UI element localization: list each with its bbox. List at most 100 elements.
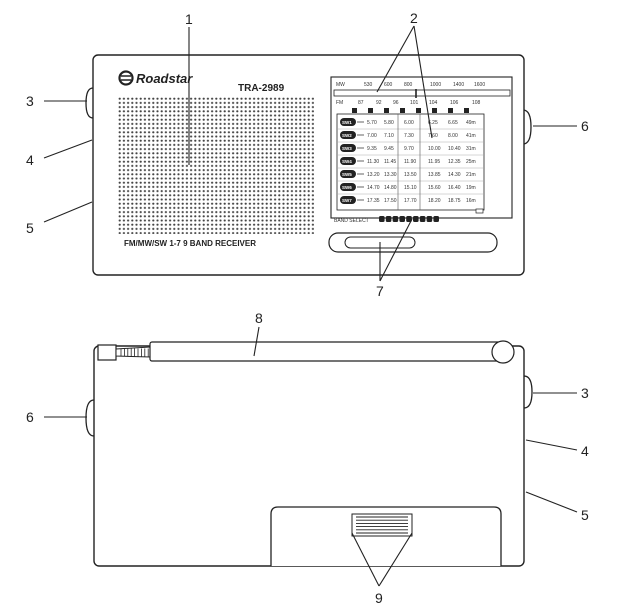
sw-value: 15.10 bbox=[404, 185, 417, 191]
sw-value: 17.70 bbox=[404, 198, 417, 204]
band-select-label: BAND SELECT bbox=[334, 218, 369, 224]
band-select-button[interactable] bbox=[433, 216, 439, 222]
sw-value: 25m bbox=[466, 159, 476, 165]
mw-label: MW bbox=[336, 82, 345, 88]
sw-value: 7.60 bbox=[428, 133, 438, 139]
band-select-button[interactable] bbox=[385, 216, 392, 222]
callout-4-back: 4 bbox=[581, 443, 589, 459]
sw-value: 18.20 bbox=[428, 198, 441, 204]
band-select-button[interactable] bbox=[399, 216, 405, 222]
front-view: Roadstar TRA-2989 FM/MW/SW 1-7 9 BAND RE… bbox=[85, 54, 532, 276]
model-number: TRA-2989 bbox=[238, 83, 285, 94]
callout-3-back: 3 bbox=[581, 385, 589, 401]
sw-band-name: SW1 bbox=[342, 120, 352, 125]
sw-value: 5.80 bbox=[384, 120, 394, 126]
sw-band-badge bbox=[340, 118, 356, 126]
sw-value: 19m bbox=[466, 185, 476, 191]
antenna-knob-front bbox=[522, 109, 532, 145]
telescopic-antenna bbox=[97, 340, 515, 364]
sw-value: 18.75 bbox=[448, 198, 461, 204]
fm-label: FM bbox=[336, 100, 343, 106]
back-view bbox=[85, 340, 533, 567]
callout-6-back: 6 bbox=[26, 409, 34, 425]
sw-value: 11.45 bbox=[384, 159, 396, 165]
sw-value: 9.70 bbox=[404, 146, 414, 152]
fm-scale-label: 106 bbox=[450, 100, 459, 106]
sw-value: 17.50 bbox=[384, 198, 397, 204]
sw-band-badge bbox=[340, 131, 356, 139]
callout-5-back: 5 bbox=[581, 507, 589, 523]
sw-value: 16m bbox=[466, 198, 476, 204]
sw-value: 6.65 bbox=[448, 120, 458, 126]
fm-scale-label: 87 bbox=[358, 100, 364, 106]
sw-value: 8.00 bbox=[448, 133, 458, 139]
scale-tick bbox=[400, 108, 405, 113]
callout-4-front: 4 bbox=[26, 152, 34, 168]
scale-tick bbox=[384, 108, 389, 113]
sw-value: 12.35 bbox=[448, 159, 461, 165]
sw-value: 13.30 bbox=[384, 172, 397, 178]
band-select-button[interactable] bbox=[426, 216, 433, 222]
band-select-button[interactable] bbox=[413, 216, 419, 222]
mw-scale-label: 530 bbox=[364, 82, 373, 88]
sw-value: 17.35 bbox=[367, 198, 380, 204]
sw-value: 15.60 bbox=[428, 185, 441, 191]
sw-band-badge bbox=[340, 157, 356, 165]
sw-value: 7.00 bbox=[367, 133, 377, 139]
volume-knob-back bbox=[523, 375, 533, 409]
fm-scale-label: 92 bbox=[376, 100, 382, 106]
sw-value: 13.50 bbox=[404, 172, 417, 178]
callout-lines bbox=[43, 25, 578, 587]
band-select-button[interactable] bbox=[406, 216, 412, 222]
callout-7: 7 bbox=[376, 283, 384, 299]
sw-value: 10.40 bbox=[448, 146, 461, 152]
callout-8: 8 bbox=[255, 310, 263, 326]
callout-3-front: 3 bbox=[26, 93, 34, 109]
sw-value: 7.30 bbox=[404, 133, 414, 139]
sw-value: 31m bbox=[466, 146, 476, 152]
sw-band-badge bbox=[340, 170, 356, 178]
callout-1: 1 bbox=[185, 11, 193, 27]
sw-band-name: SW7 bbox=[342, 198, 352, 203]
sw-value: 13.85 bbox=[428, 172, 441, 178]
sw-value: 41m bbox=[466, 133, 476, 139]
battery-latch bbox=[351, 513, 413, 537]
band-select-button[interactable] bbox=[392, 216, 399, 222]
band-select-button[interactable] bbox=[419, 216, 426, 222]
product-caption: FM/MW/SW 1-7 9 BAND RECEIVER bbox=[124, 239, 256, 248]
sw-value: 49m bbox=[466, 120, 476, 126]
sw-band-name: SW4 bbox=[342, 159, 352, 164]
fm-scale-label: 104 bbox=[429, 100, 438, 106]
sw-value: 14.30 bbox=[448, 172, 461, 178]
fm-scale-label: 108 bbox=[472, 100, 481, 106]
mw-scale-label: 600 bbox=[384, 82, 393, 88]
callout-5-front: 5 bbox=[26, 220, 34, 236]
sw-value: 9.35 bbox=[367, 146, 377, 152]
sw-value: 6.25 bbox=[428, 120, 438, 126]
callout-2: 2 bbox=[410, 10, 418, 26]
sw-value: 6.00 bbox=[404, 120, 414, 126]
sw-value: 21m bbox=[466, 172, 476, 178]
callout-numbers: 1 2 3 4 5 6 7 8 3 4 5 6 9 bbox=[26, 10, 589, 606]
volume-knob-front bbox=[85, 87, 94, 119]
sw-tick-row bbox=[352, 108, 469, 113]
sw-value: 11.95 bbox=[428, 159, 440, 165]
sw-value: 14.70 bbox=[367, 185, 380, 191]
fm-scale-label: 96 bbox=[393, 100, 399, 106]
scale-tick bbox=[368, 108, 373, 113]
sw-value: 7.10 bbox=[384, 133, 394, 139]
sw-band-name: SW6 bbox=[342, 185, 352, 190]
sw-band-name: SW3 bbox=[342, 146, 352, 151]
sw-value: 11.90 bbox=[404, 159, 416, 165]
scale-tick bbox=[464, 108, 469, 113]
speaker-grille bbox=[117, 97, 314, 234]
brand-name: Roadstar bbox=[136, 71, 193, 86]
sw-value: 14.80 bbox=[384, 185, 397, 191]
antenna-knob-back bbox=[85, 399, 95, 437]
sw-value: 10.00 bbox=[428, 146, 441, 152]
sw-band-badge bbox=[340, 144, 356, 152]
band-select-button[interactable] bbox=[379, 216, 385, 222]
sw-value: 5.70 bbox=[367, 120, 377, 126]
